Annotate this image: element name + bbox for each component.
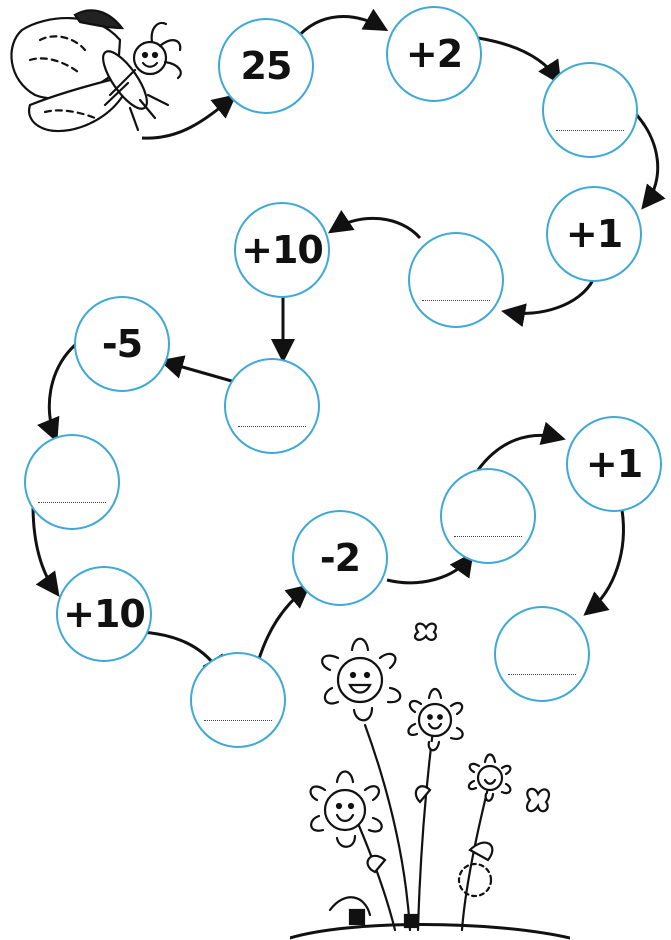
path-circle-5-answer[interactable] bbox=[408, 232, 504, 328]
circle-number: +1 bbox=[586, 442, 642, 486]
arrow-c2-to-c3 bbox=[478, 38, 558, 80]
path-circle-1: 25 bbox=[218, 18, 314, 114]
path-circle-15-answer[interactable] bbox=[494, 606, 590, 702]
arrow-c1-to-c2 bbox=[295, 17, 383, 40]
path-circle-2: +2 bbox=[386, 6, 482, 102]
path-circle-3-answer[interactable] bbox=[542, 62, 638, 158]
arrow-c14-to-c15 bbox=[588, 510, 623, 612]
answer-line bbox=[508, 674, 576, 675]
circle-number: +10 bbox=[63, 592, 145, 636]
circle-number: +2 bbox=[406, 32, 462, 76]
path-circle-13-answer[interactable] bbox=[440, 468, 536, 564]
path-circle-6: +10 bbox=[234, 202, 330, 298]
arrow-c12-to-c13 bbox=[387, 557, 470, 583]
path-circle-11-answer[interactable] bbox=[190, 652, 286, 748]
path-circle-9-answer[interactable] bbox=[24, 434, 120, 530]
arrow-c13-to-c14 bbox=[478, 435, 560, 470]
circle-number: 25 bbox=[241, 44, 292, 88]
circle-number: -5 bbox=[102, 322, 142, 366]
circle-number: +10 bbox=[241, 228, 323, 272]
path-circle-8: -5 bbox=[74, 296, 170, 392]
arrow-c4-to-c5 bbox=[507, 280, 593, 313]
answer-line bbox=[238, 426, 306, 427]
answer-line bbox=[422, 300, 490, 301]
arrow-c5-to-c6 bbox=[333, 218, 420, 238]
butterfly-illustration bbox=[0, 0, 200, 160]
answer-line bbox=[556, 130, 624, 131]
path-circle-10: +10 bbox=[56, 566, 152, 662]
arrow-c7-to-c8 bbox=[165, 362, 235, 382]
path-circle-4: +1 bbox=[546, 186, 642, 282]
answer-line bbox=[204, 720, 272, 721]
answer-line bbox=[38, 502, 106, 503]
arrow-c8-to-c9 bbox=[49, 345, 75, 437]
answer-line bbox=[454, 536, 522, 537]
path-circle-14: +1 bbox=[566, 416, 662, 512]
circle-number: -2 bbox=[320, 536, 360, 580]
arrow-c3-to-c4 bbox=[632, 110, 658, 205]
path-circle-7-answer[interactable] bbox=[224, 358, 320, 454]
path-circle-12: -2 bbox=[292, 510, 388, 606]
circle-number: +1 bbox=[566, 212, 622, 256]
